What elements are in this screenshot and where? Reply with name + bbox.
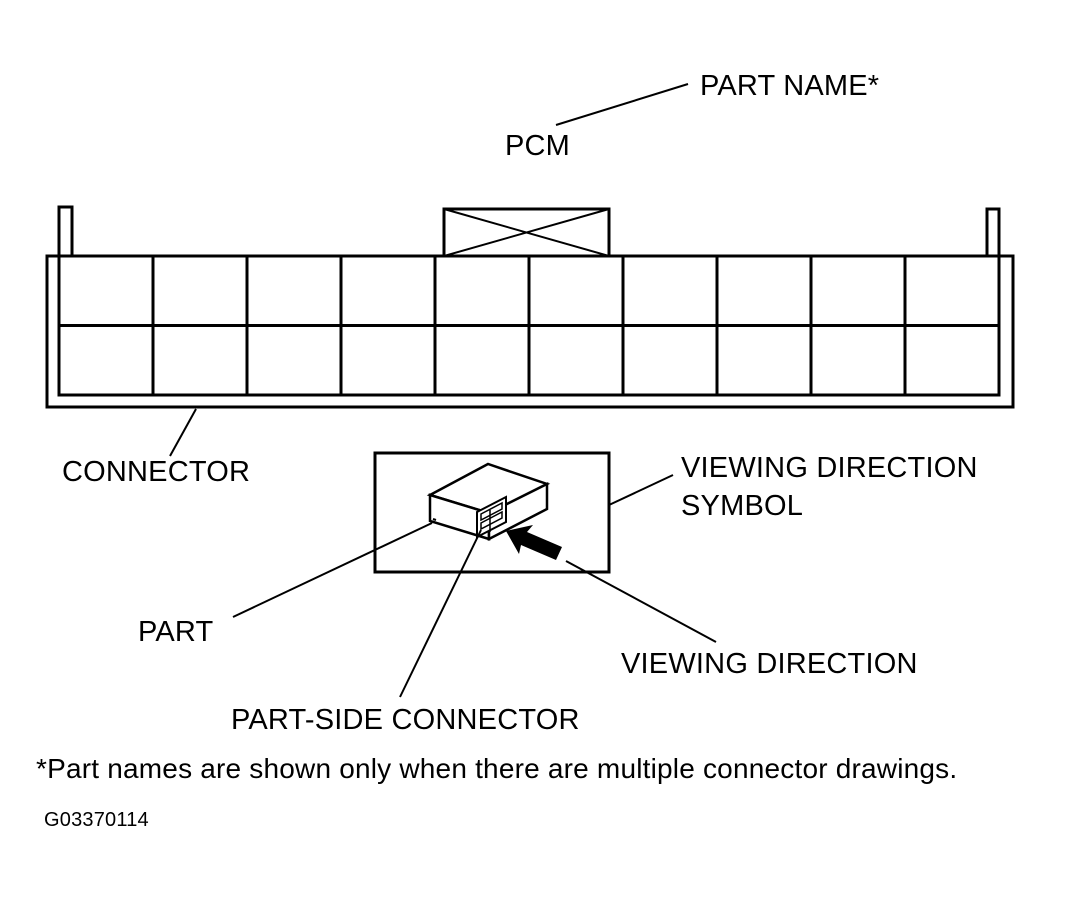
left-latch bbox=[57, 205, 74, 258]
part-label: PART bbox=[138, 616, 214, 648]
part-side-connector-icon bbox=[476, 495, 507, 539]
footnote: *Part names are shown only when there ar… bbox=[36, 753, 958, 784]
connector-cavity bbox=[57, 324, 155, 397]
part-name-leader-line bbox=[555, 83, 689, 126]
pcm-label: PCM bbox=[505, 130, 571, 162]
connector-cavity bbox=[715, 324, 813, 397]
part-icon bbox=[426, 462, 551, 542]
connector-cavity bbox=[151, 324, 249, 397]
connector-cavity bbox=[903, 324, 1001, 397]
lock-cross-line-2 bbox=[443, 208, 610, 257]
connector-cavity bbox=[903, 254, 1001, 327]
connector-cavity bbox=[339, 324, 437, 397]
connector-cavity bbox=[57, 254, 155, 327]
viewing-direction-symbol-leader-line bbox=[608, 474, 674, 506]
connector-cavity bbox=[621, 324, 719, 397]
viewing-direction-symbol-label-line2: SYMBOL bbox=[681, 490, 804, 522]
connector-cavity bbox=[433, 324, 531, 397]
connector-cavity bbox=[339, 254, 437, 327]
viewing-direction-arrow-icon bbox=[506, 525, 562, 560]
connector-cavity bbox=[433, 254, 531, 327]
connector-cavity bbox=[715, 254, 813, 327]
connector-cavity bbox=[527, 254, 625, 327]
connector-cavity bbox=[245, 324, 343, 397]
viewing-direction-symbol-label-line1: VIEWING DIRECTION bbox=[681, 452, 978, 484]
part-leader-line bbox=[232, 522, 433, 618]
connector-cavity bbox=[621, 254, 719, 327]
connector-cavity-grid bbox=[57, 254, 1001, 397]
part-side-connector-leader-line bbox=[399, 529, 482, 698]
connector-leader-line bbox=[169, 408, 197, 457]
figure-code: G03370114 bbox=[44, 809, 149, 831]
right-latch bbox=[985, 207, 1001, 260]
connector-label: CONNECTOR bbox=[62, 456, 251, 488]
connector-cavity bbox=[527, 324, 625, 397]
connector-cavity bbox=[151, 254, 249, 327]
part-name-label: PART NAME* bbox=[700, 70, 880, 102]
part-side-connector-label: PART-SIDE CONNECTOR bbox=[231, 704, 580, 736]
viewing-direction-label: VIEWING DIRECTION bbox=[621, 648, 918, 680]
connector-cavity bbox=[245, 254, 343, 327]
viewing-direction-leader-line bbox=[565, 560, 717, 643]
connector-cavity bbox=[809, 254, 907, 327]
connector-cavity bbox=[809, 324, 907, 397]
